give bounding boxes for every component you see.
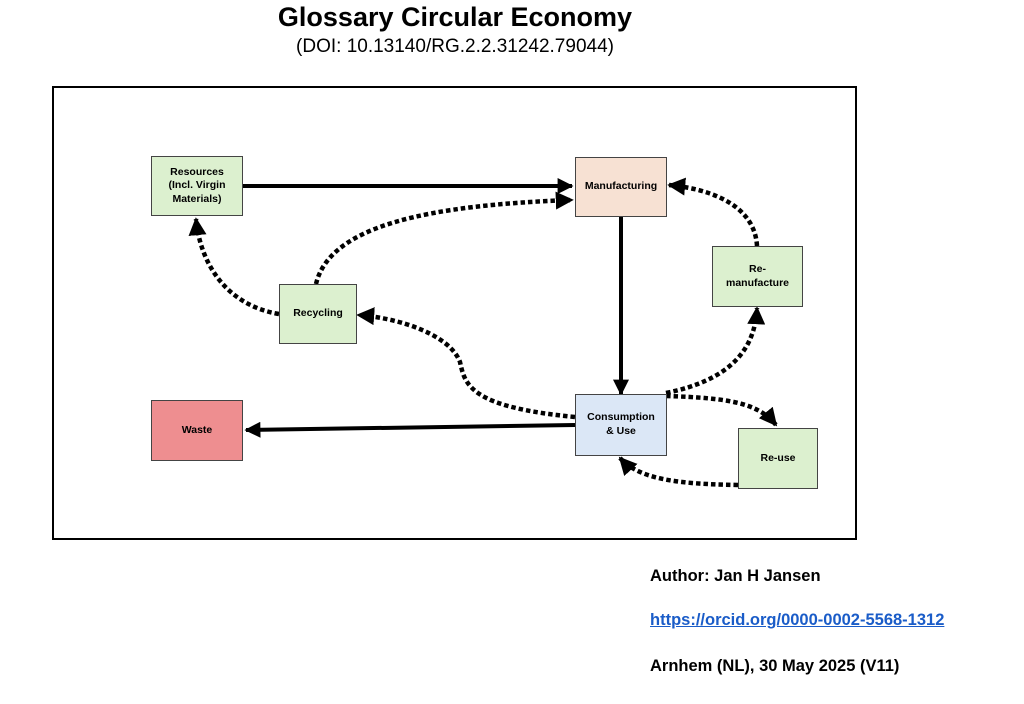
arrow-consumption-to-recycling xyxy=(356,307,576,420)
author-line: Author: Jan H Jansen xyxy=(650,567,821,585)
node-resources: Resources (Incl. Virgin Materials) xyxy=(151,156,243,216)
arrow-remanufacture-to-manufacturing xyxy=(667,177,760,247)
node-consumption-use: Consumption & Use xyxy=(575,394,667,456)
arrow-consumption-to-remanufacture xyxy=(665,306,766,396)
node-recycling: Recycling xyxy=(279,284,357,344)
orcid-link[interactable]: https://orcid.org/0000-0002-5568-1312 xyxy=(650,611,945,629)
arrow-reuse-to-consumption xyxy=(618,456,739,488)
page-title: Glossary Circular Economy xyxy=(277,2,633,32)
diagram-frame xyxy=(52,86,857,540)
arrow-consumption-to-reuse xyxy=(665,393,778,427)
arrow-recycling-to-resources xyxy=(188,217,280,317)
node-remanufacture: Re- manufacture xyxy=(712,246,803,307)
node-waste: Waste xyxy=(151,400,243,461)
node-manufacturing: Manufacturing xyxy=(575,157,667,217)
doi-subtitle: (DOI: 10.13140/RG.2.2.31242.79044) xyxy=(296,36,614,57)
place-date-line: Arnhem (NL), 30 May 2025 (V11) xyxy=(650,657,900,675)
arrow-recycling-to-manufacturing xyxy=(313,191,574,285)
arrow-consumption-to-waste xyxy=(244,421,576,438)
node-reuse: Re-use xyxy=(738,428,818,489)
